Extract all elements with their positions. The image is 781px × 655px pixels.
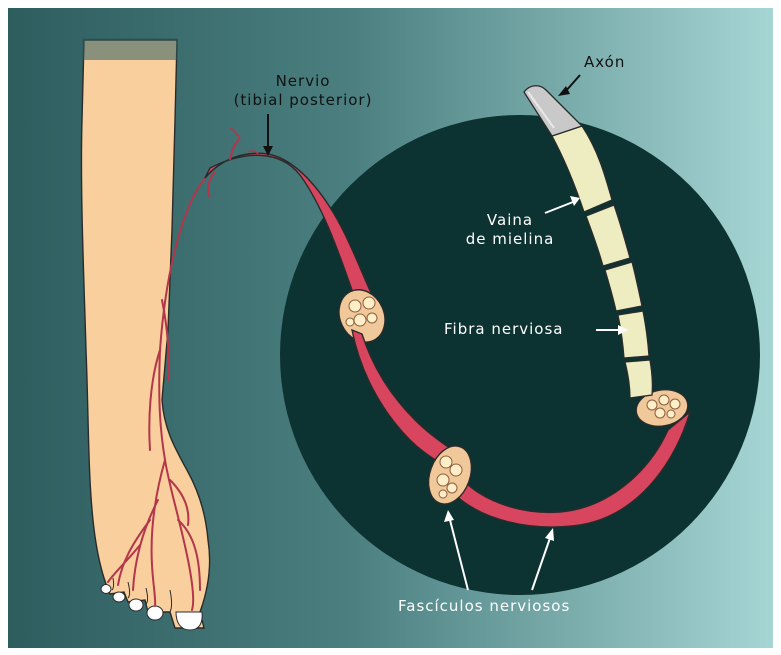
label-fiber: Fibra nerviosa bbox=[444, 320, 563, 339]
label-myelin: Vaina de mielina bbox=[452, 211, 568, 249]
label-nerve-line1: Nervio bbox=[218, 72, 388, 91]
label-nerve-line2: (tibial posterior) bbox=[218, 91, 388, 110]
label-nerve: Nervio (tibial posterior) bbox=[218, 72, 388, 110]
label-myelin-line2: de mielina bbox=[452, 230, 568, 249]
label-myelin-line1: Vaina bbox=[452, 211, 568, 230]
label-axon: Axón bbox=[584, 53, 625, 72]
label-fascicles: Fascículos nerviosos bbox=[398, 597, 570, 616]
